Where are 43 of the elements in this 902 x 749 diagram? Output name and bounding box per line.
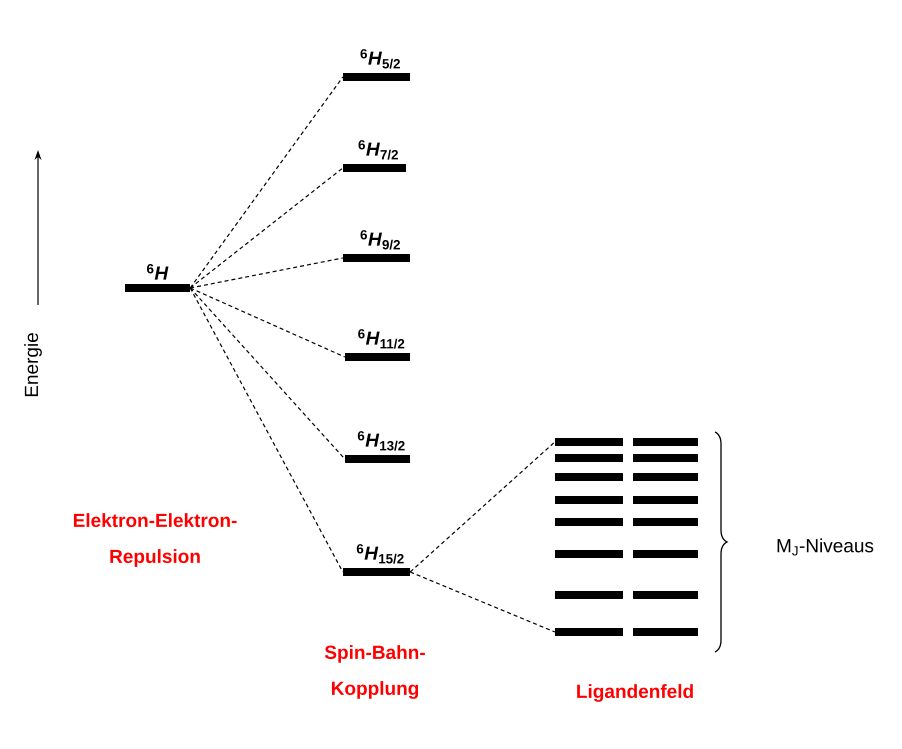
node-label: $^{6}$H$_{15/2}$ — [356, 544, 404, 564]
dashed-line — [190, 257, 343, 289]
node-label: $^{6}$H$_{13/2}$ — [358, 431, 405, 451]
dashed-line — [190, 288, 344, 572]
energy-level: $^{6}$H$_{15/2}$ — [343, 544, 410, 576]
level-bar — [555, 628, 623, 636]
node-label: $^{6}$H — [147, 264, 168, 280]
dashed-line — [410, 571, 556, 633]
energy-level: $^{6}$H$_{9/2}$ — [343, 230, 410, 262]
bracket-label: M$_{J}$-Niveaus — [778, 538, 874, 556]
level-bar — [633, 518, 698, 526]
level-bar — [633, 454, 698, 462]
level-bar — [555, 438, 623, 446]
level-bar — [633, 628, 698, 636]
axis-label: Energie — [24, 333, 42, 396]
level-bar — [633, 550, 698, 558]
energy-level: $^{6}$H$_{11/2}$ — [345, 329, 410, 361]
energy-level: $^{6}$H — [125, 264, 190, 292]
node-label: $^{6}$H$_{11/2}$ — [358, 329, 404, 349]
node-label: $^{6}$H$_{7/2}$ — [358, 140, 398, 160]
level-bar — [555, 590, 623, 599]
level-bar — [633, 438, 698, 446]
level-bar — [555, 454, 623, 462]
level-bar — [555, 472, 623, 481]
dashed-line — [190, 76, 344, 288]
section-label: Ligandenfeld — [577, 684, 693, 702]
level-bar — [555, 496, 623, 504]
energy-level: $^{6}$H$_{13/2}$ — [345, 431, 410, 463]
level-bar — [633, 472, 698, 481]
section-label: Spin-Bahn-Kopplung — [324, 645, 425, 699]
level-bar — [555, 550, 623, 558]
energy-level: $^{6}$H$_{7/2}$ — [343, 140, 406, 172]
node-label: $^{6}$H$_{5/2}$ — [360, 49, 400, 69]
dashed-line — [190, 168, 344, 288]
dashed-line — [190, 288, 346, 460]
section-label: Elektron-Elektron-Repulsion — [74, 513, 237, 567]
energy-level: $^{6}$H$_{5/2}$ — [343, 49, 410, 81]
level-bar — [633, 590, 698, 599]
node-label: $^{6}$H$_{9/2}$ — [360, 230, 400, 250]
level-bar — [555, 518, 623, 526]
level-bar — [633, 496, 698, 504]
dashed-line — [190, 287, 346, 358]
dashed-line — [410, 442, 556, 572]
